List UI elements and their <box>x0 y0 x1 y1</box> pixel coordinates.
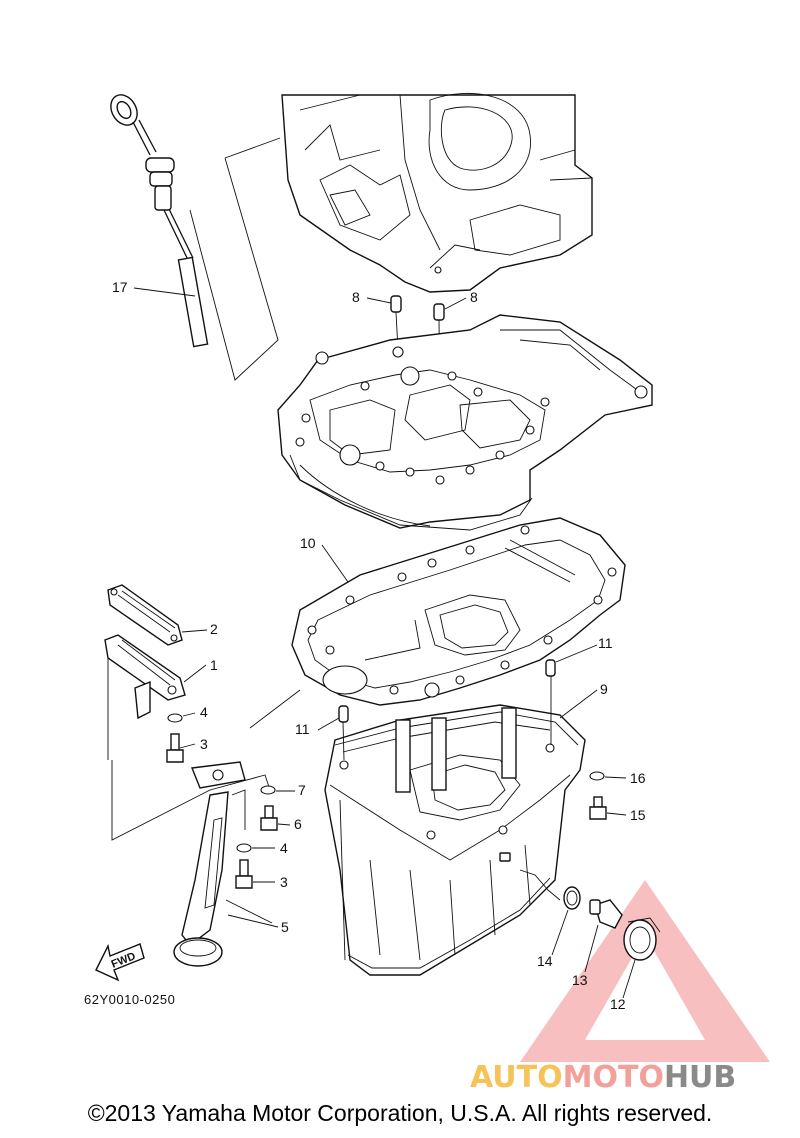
washer-4-lower <box>236 843 252 853</box>
part-label-17: 17 <box>112 279 128 295</box>
forward-arrow-icon: FWD <box>95 943 145 982</box>
part-label-8-left: 8 <box>352 289 360 305</box>
part-labels: 17 8 8 10 2 1 4 3 11 11 9 16 15 7 6 4 3 … <box>112 279 646 1012</box>
oil-pan <box>324 704 586 976</box>
bolt-6 <box>260 805 278 831</box>
watermark-logo <box>520 880 770 1062</box>
part-label-1: 1 <box>210 657 218 673</box>
fwd-label: FWD <box>110 950 138 971</box>
bolt-upper <box>166 733 184 763</box>
part-label-16: 16 <box>630 770 646 786</box>
part-label-11-right: 11 <box>598 635 613 651</box>
part-label-3-lower: 3 <box>280 874 288 890</box>
oil-strainer <box>173 761 273 967</box>
drain-cap <box>623 917 661 961</box>
washer-upper <box>167 713 183 723</box>
strainer-gasket <box>107 584 183 646</box>
oil-pan-gasket <box>249 517 626 729</box>
cylinder-block <box>281 93 593 293</box>
part-label-14: 14 <box>537 953 553 969</box>
part-label-9: 9 <box>600 681 608 697</box>
part-label-8-right: 8 <box>470 289 478 305</box>
drawing-code: 62Y0010-0250 <box>84 992 175 1007</box>
part-label-13: 13 <box>572 972 588 988</box>
part-label-3-upper: 3 <box>200 736 208 752</box>
copyright-notice: ©2013 Yamaha Motor Corporation, U.S.A. A… <box>87 1100 713 1126</box>
part-label-7: 7 <box>298 782 306 798</box>
part-label-15: 15 <box>630 807 646 823</box>
part-label-6: 6 <box>294 816 302 832</box>
pins-11 <box>338 659 556 761</box>
leader-lines <box>133 287 636 999</box>
bolt-15 <box>589 796 607 820</box>
part-label-11-left: 11 <box>295 721 310 737</box>
part-label-12: 12 <box>610 996 626 1012</box>
strainer-bracket <box>104 634 271 841</box>
washer-16 <box>589 771 605 781</box>
watermark-triangle-icon <box>520 880 770 1062</box>
watermark-text: AUTOMOTOHUB <box>470 1060 736 1095</box>
part-label-4-lower: 4 <box>280 840 288 856</box>
part-label-4-upper: 4 <box>200 704 208 720</box>
part-label-10: 10 <box>300 535 316 551</box>
drain-plug <box>589 899 623 929</box>
part-label-5: 5 <box>281 919 289 935</box>
drain-gasket <box>563 886 581 910</box>
washer-7 <box>260 785 276 795</box>
exhaust-guide <box>277 314 653 531</box>
part-label-2: 2 <box>210 621 218 637</box>
bolt-3-lower <box>235 859 253 889</box>
dipstick <box>110 94 281 381</box>
